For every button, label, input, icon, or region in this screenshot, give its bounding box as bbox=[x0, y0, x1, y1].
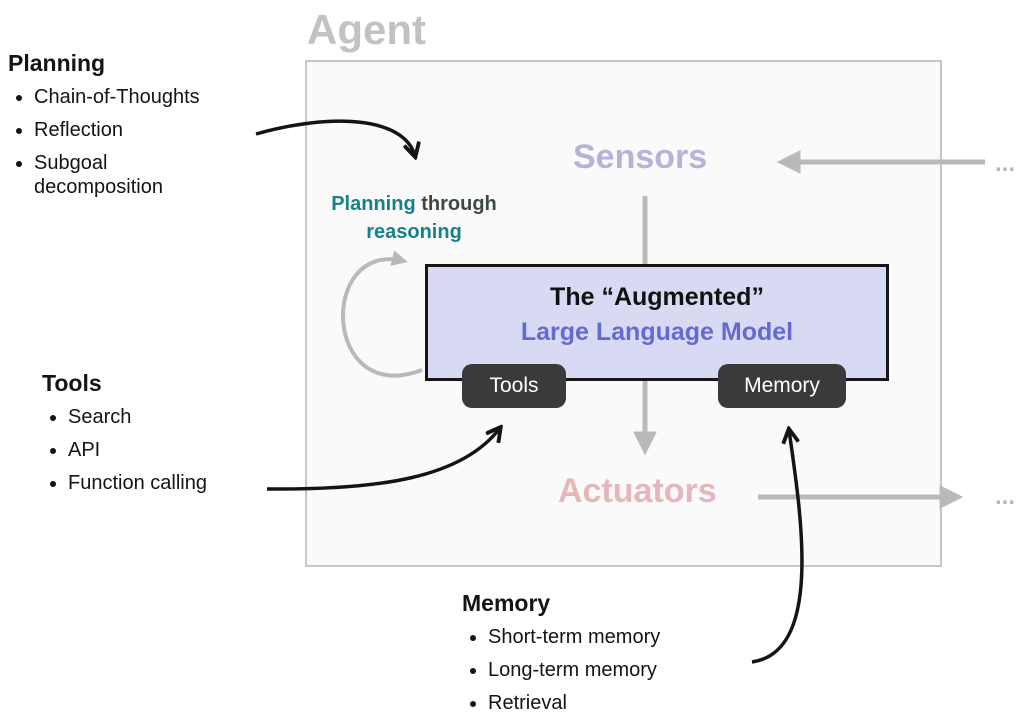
list-item: Subgoal decomposition bbox=[34, 151, 238, 199]
list-item: Reflection bbox=[34, 118, 238, 142]
tools-tab: Tools bbox=[462, 364, 566, 408]
reasoning-word: reasoning bbox=[366, 221, 462, 243]
planning-annotation-list: Chain-of-Thoughts Reflection Subgoal dec… bbox=[8, 85, 238, 199]
planning-through-reasoning-note: Planning through reasoning bbox=[316, 190, 512, 246]
list-item: Long-term memory bbox=[488, 658, 762, 682]
llm-box: The “Augmented” Large Language Model bbox=[425, 264, 889, 381]
actuators-label: Actuators bbox=[558, 472, 717, 510]
memory-tab-label: Memory bbox=[744, 374, 820, 397]
list-item: Chain-of-Thoughts bbox=[34, 85, 238, 109]
planning-word: Planning bbox=[331, 193, 416, 215]
list-item: Search bbox=[68, 405, 272, 429]
memory-annotation-list: Short-term memory Long-term memory Retri… bbox=[462, 625, 762, 715]
memory-annotation-title: Memory bbox=[462, 590, 551, 616]
tools-annotation-title: Tools bbox=[42, 370, 102, 396]
tools-annotation-list: Search API Function calling bbox=[42, 405, 272, 495]
list-item: API bbox=[68, 438, 272, 462]
agent-title: Agent bbox=[307, 6, 426, 53]
planning-annotation: Planning Chain-of-Thoughts Reflection Su… bbox=[8, 50, 238, 208]
sensors-label: Sensors bbox=[573, 138, 708, 176]
list-item: Retrieval bbox=[488, 691, 762, 715]
llm-title-line2: Large Language Model bbox=[520, 318, 794, 346]
output-ellipsis: ... bbox=[995, 483, 1016, 510]
input-ellipsis: ... bbox=[995, 150, 1016, 177]
tools-annotation: Tools Search API Function calling bbox=[42, 370, 272, 504]
tools-tab-label: Tools bbox=[489, 374, 539, 397]
llm-title-line1: The “Augmented” bbox=[550, 283, 764, 311]
list-item: Short-term memory bbox=[488, 625, 762, 649]
planning-annotation-title: Planning bbox=[8, 50, 106, 76]
list-item: Function calling bbox=[68, 471, 272, 495]
memory-annotation: Memory Short-term memory Long-term memor… bbox=[462, 590, 762, 724]
through-word: through bbox=[415, 193, 497, 215]
memory-tab: Memory bbox=[718, 364, 846, 408]
